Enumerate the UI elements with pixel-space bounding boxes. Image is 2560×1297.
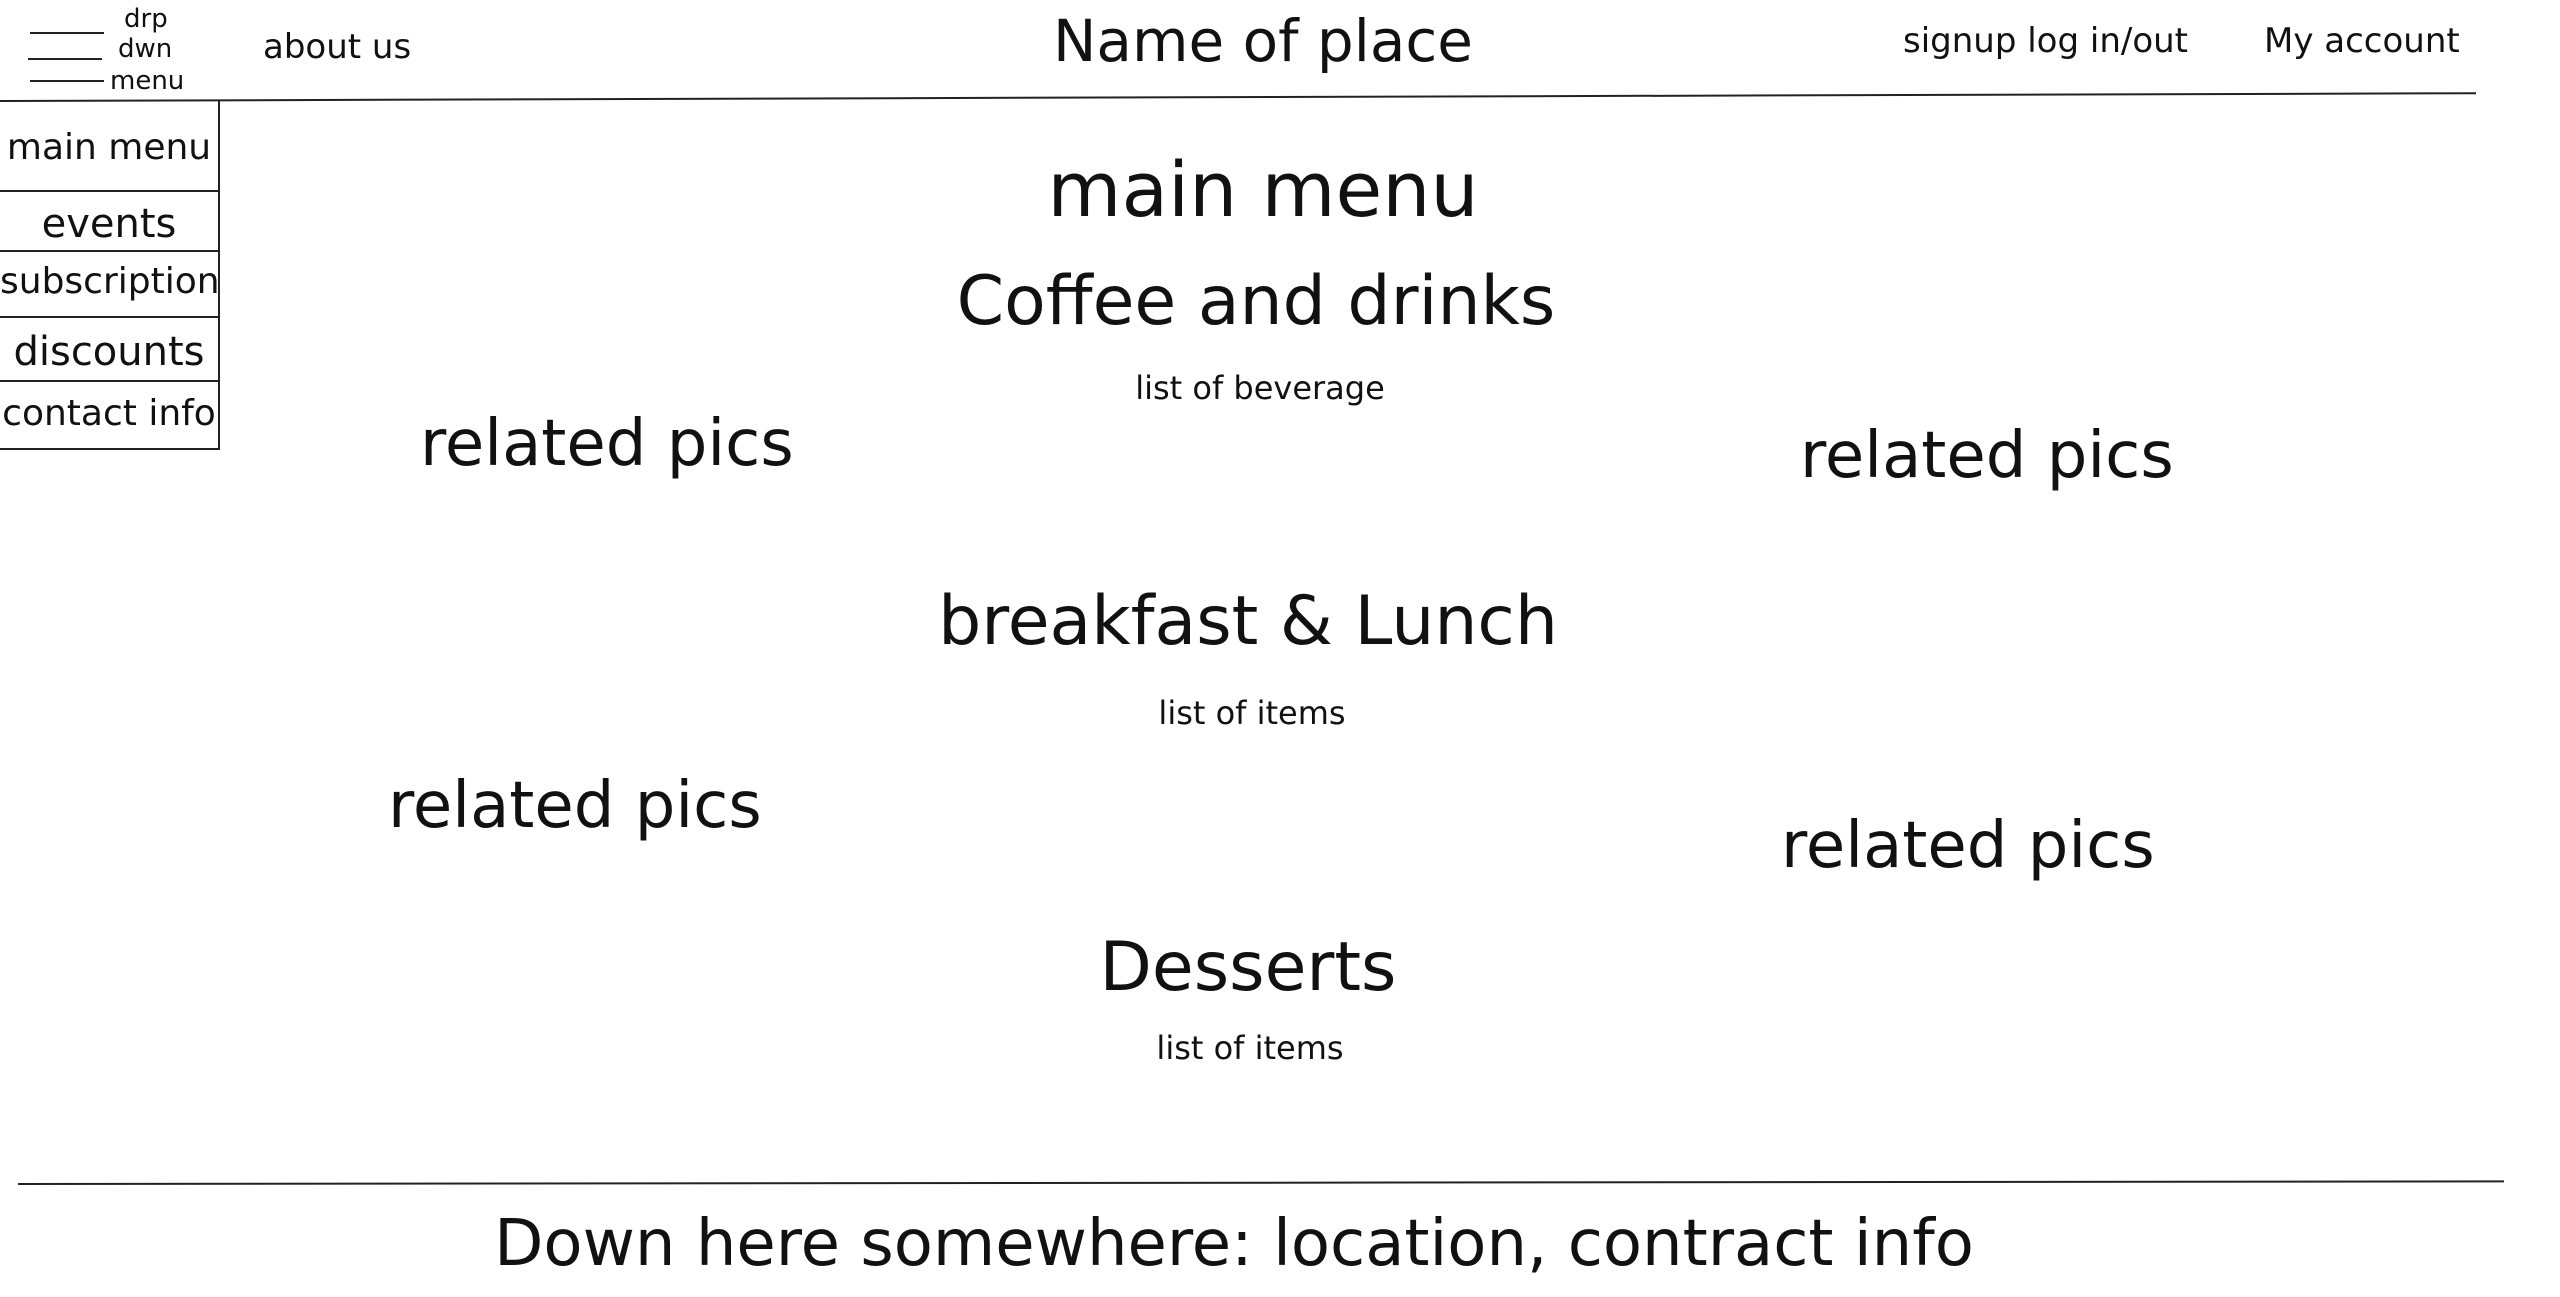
section-heading-desserts: Desserts [1099, 928, 1397, 1007]
sidebar-item-discounts[interactable]: discounts [0, 318, 218, 382]
signup-login-link[interactable]: signup log in/out [1903, 21, 2188, 61]
sidebar-border [218, 100, 220, 450]
hamburger-line [28, 58, 102, 60]
section-subtitle-desserts: list of items [1156, 1029, 1344, 1067]
sidebar-item-label: main menu [6, 127, 212, 168]
sidebar-item-events[interactable]: events [0, 192, 218, 252]
section-heading-breakfast-lunch: breakfast & Lunch [938, 582, 1558, 661]
sidebar-divider [0, 250, 218, 252]
related-pics-placeholder: related pics [420, 407, 794, 481]
section-subtitle-breakfast-lunch: list of items [1158, 694, 1346, 732]
about-us-link[interactable]: about us [263, 27, 412, 67]
sidebar-item-label: subscription [0, 261, 220, 302]
sidebar-item-label: contact info [2, 393, 216, 434]
footer-text: Down here somewhere: location, contract … [494, 1207, 1974, 1281]
sidebar-item-label: discounts [13, 329, 205, 375]
related-pics-placeholder: related pics [388, 769, 762, 843]
dropdown-menu-label-3: menu [110, 66, 185, 96]
sidebar-item-subscription[interactable]: subscription [0, 252, 220, 318]
section-heading-coffee: Coffee and drinks [956, 262, 1556, 341]
site-title: Name of place [1053, 7, 1473, 75]
sidebar-divider [0, 380, 218, 382]
dropdown-menu-label-1: drp [124, 4, 168, 34]
main-menu-title: main menu [1047, 145, 1479, 234]
footer-divider [17, 1180, 2504, 1185]
my-account-link[interactable]: My account [2264, 21, 2460, 61]
sidebar-divider [0, 448, 218, 450]
dropdown-menu-label-2: dwn [118, 34, 173, 64]
sidebar-item-contact-info[interactable]: contact info [0, 382, 218, 450]
dropdown-menu-button[interactable]: drp dwn menu [20, 6, 210, 96]
related-pics-placeholder: related pics [1781, 809, 2155, 883]
section-subtitle-coffee: list of beverage [1135, 369, 1385, 407]
hamburger-line [30, 32, 104, 34]
sidebar-item-main-menu[interactable]: main menu [0, 100, 218, 192]
sidebar-divider [0, 190, 218, 192]
header-divider [0, 92, 2476, 102]
hamburger-line [30, 80, 104, 82]
sidebar-divider [0, 316, 218, 318]
sidebar: main menu events subscription discounts … [0, 100, 222, 456]
sidebar-item-label: events [41, 201, 177, 247]
related-pics-placeholder: related pics [1800, 419, 2174, 493]
